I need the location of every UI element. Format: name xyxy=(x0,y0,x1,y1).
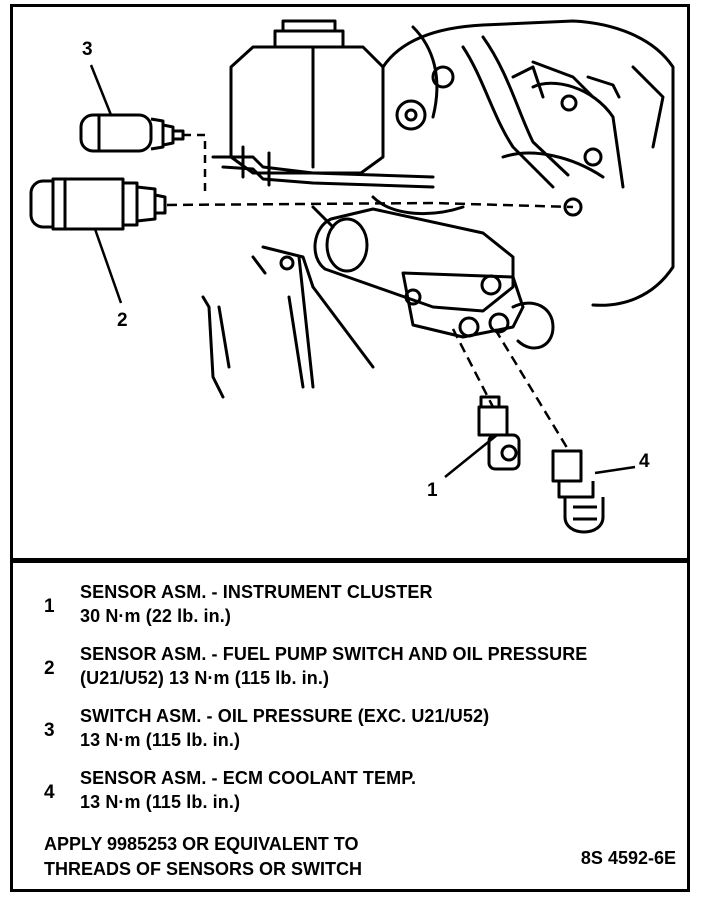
legend-number: 2 xyxy=(44,658,55,679)
legend-number: 1 xyxy=(44,596,55,617)
callout-1: 1 xyxy=(427,480,438,501)
reservoir-tank xyxy=(229,19,385,175)
installation-lines xyxy=(166,133,574,452)
legend-number: 3 xyxy=(44,720,55,741)
legend-title: SENSOR ASM. - ECM COOLANT TEMP. xyxy=(80,768,417,788)
legend-number: 4 xyxy=(44,782,55,803)
legend-title: SENSOR ASM. - FUEL PUMP SWITCH AND OIL P… xyxy=(80,644,588,664)
legend-title: SWITCH ASM. - OIL PRESSURE (EXC. U21/U52… xyxy=(80,706,490,726)
figure-code: 8S 4592-6E xyxy=(580,848,676,868)
engine-sensor-illustration xyxy=(29,19,675,534)
legend-title: SENSOR ASM. - INSTRUMENT CLUSTER xyxy=(80,582,433,602)
switch-asm-part-3 xyxy=(79,113,185,153)
sensor-asm-part-1 xyxy=(477,395,521,471)
legend-torque: 30 N·m (22 lb. in.) xyxy=(80,606,231,626)
callout-leaders xyxy=(89,64,636,478)
callout-3: 3 xyxy=(82,39,93,60)
application-note: APPLY 9985253 OR EQUIVALENT TO THREADS O… xyxy=(44,832,362,882)
legend-torque: 13 N·m (115 lb. in.) xyxy=(80,730,241,750)
callout-4: 4 xyxy=(639,451,650,472)
figure-frame xyxy=(10,4,690,892)
callout-2: 2 xyxy=(117,310,128,331)
legend-torque: (U21/U52) 13 N·m (115 lb. in.) xyxy=(80,668,330,688)
sensor-hose xyxy=(211,145,435,189)
coolant-housing xyxy=(261,207,555,389)
sensor-asm-part-4 xyxy=(551,449,605,534)
note-line-2: THREADS OF SENSORS OR SWITCH xyxy=(44,859,363,879)
note-line-1: APPLY 9985253 OR EQUIVALENT TO xyxy=(44,834,359,854)
sensor-asm-part-2 xyxy=(29,177,167,231)
legend-torque: 13 N·m (115 lb. in.) xyxy=(80,792,241,812)
section-divider xyxy=(10,558,690,563)
engine-block xyxy=(371,19,675,307)
bracket-lines xyxy=(201,205,335,399)
